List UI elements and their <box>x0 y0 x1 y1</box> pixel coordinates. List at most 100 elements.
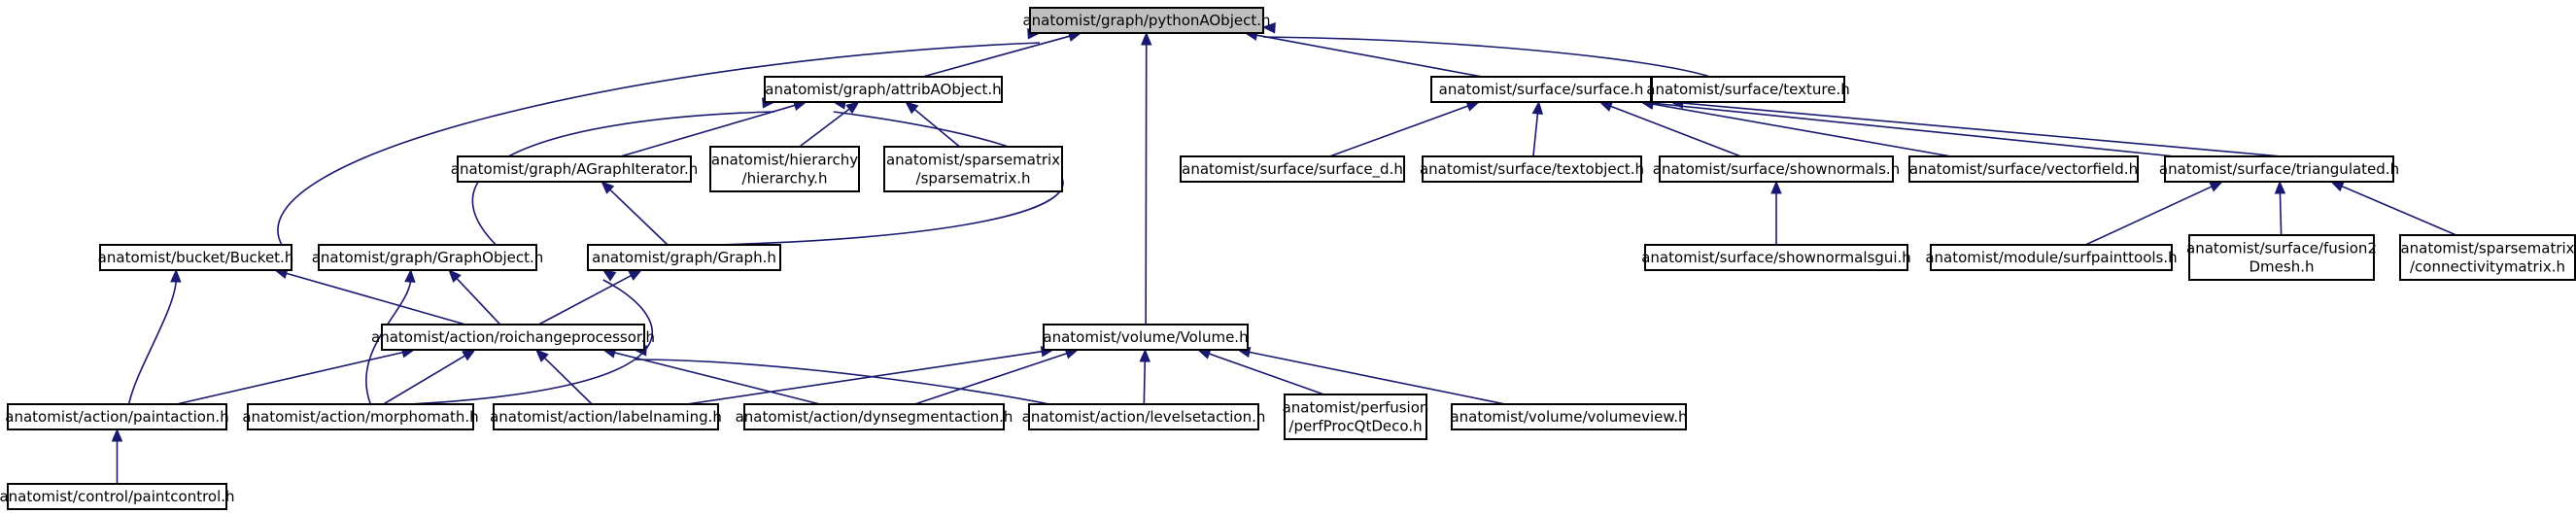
node-anatomist-volume-volumeview-h[interactable]: anatomist/volume/volumeview.h <box>1450 403 1688 430</box>
node-label: /connectivitymatrix.h <box>2410 258 2565 276</box>
node-anatomist-bucket-bucket-h[interactable]: anatomist/bucket/Bucket.h <box>98 244 294 271</box>
edge-n1-to-n5 <box>799 107 852 148</box>
arrowhead-n9-to-n15 <box>1770 180 1782 194</box>
node-anatomist-sparsematrix-sparsematrix-h[interactable]: anatomist/sparsematrix/sparsematrix.h <box>883 146 1063 192</box>
node-box <box>247 403 474 430</box>
node-anatomist-graph-agraphiterator-h[interactable]: anatomist/graph/AGraphIterator.h <box>451 155 698 183</box>
node-label: anatomist/graph/Graph.h <box>592 249 776 266</box>
edge-n0-to-n2 <box>1254 34 1483 78</box>
node-anatomist-surface-texture-h[interactable]: anatomist/surface/texture.h <box>1646 76 1850 103</box>
node-anatomist-action-levelsetaction-h[interactable]: anatomist/action/levelsetaction.h <box>1022 403 1266 430</box>
node-box <box>1930 244 2173 271</box>
node-box <box>2399 234 2576 281</box>
node-label: anatomist/volume/volumeview.h <box>1450 408 1687 426</box>
node-anatomist-surface-shownormals-h[interactable]: anatomist/surface/shownormals.h <box>1653 155 1900 183</box>
edge-n2-to-n8 <box>1532 111 1539 157</box>
node-anatomist-volume-volume-h[interactable]: anatomist/volume/Volume.h <box>1043 324 1249 351</box>
node-label: anatomist/graph/pythonAObject.h <box>1022 12 1270 29</box>
node-box <box>1180 155 1405 183</box>
node-anatomist-surface-surface-d-h[interactable]: anatomist/surface/surface_d.h <box>1180 155 1405 183</box>
node-anatomist-sparsematrix-connectivitymatrix-h[interactable]: anatomist/sparsematrix/connectivitymatri… <box>2399 234 2576 281</box>
node-anatomist-surface-triangulated-h[interactable]: anatomist/surface/triangulated.h <box>2159 155 2399 183</box>
arrowhead-n13-to-n19 <box>448 269 462 284</box>
edge-n13-to-n19 <box>455 276 501 326</box>
node-label: anatomist/surface/texture.h <box>1646 81 1849 98</box>
edge-n0-to-n1 <box>922 34 1072 78</box>
node-label: /perfProcQtDeco.h <box>1288 418 1422 435</box>
node-anatomist-control-paintcontrol-h[interactable]: anatomist/control/paintcontrol.h <box>0 483 235 510</box>
edge-n19-to-n22 <box>383 354 467 405</box>
edge-n14-to-n19 <box>538 273 634 326</box>
arrowhead-n11-to-n18 <box>2329 181 2345 192</box>
node-label: anatomist/action/morphomath.h <box>242 408 478 426</box>
node-label: /sparsematrix.h <box>916 170 1031 188</box>
node-box <box>743 403 1005 430</box>
node-box <box>1659 155 1894 183</box>
node-box <box>883 146 1063 192</box>
node-anatomist-perfusion-perfprocqtdeco-h[interactable]: anatomist/perfusion/perfProcQtDeco.h <box>1283 394 1429 440</box>
node-box <box>1029 7 1264 34</box>
node-box <box>381 324 645 351</box>
node-anatomist-surface-surface-h[interactable]: anatomist/surface/surface.h <box>1430 76 1652 103</box>
node-box <box>1651 76 1845 103</box>
node-anatomist-action-roichangeprocessor-h[interactable]: anatomist/action/roichangeprocessor.h <box>371 324 655 351</box>
edge-n20-to-n24 <box>914 352 1069 405</box>
edge-n4-to-n14 <box>607 188 669 246</box>
arrowhead-n11-to-n16 <box>2209 181 2224 192</box>
node-label: anatomist/action/labelnaming.h <box>490 408 722 426</box>
arrowhead-n13-to-n22 <box>404 268 416 283</box>
edge-n20-to-n26 <box>1207 352 1324 395</box>
node-label: anatomist/bucket/Bucket.h <box>98 249 294 266</box>
node-box <box>2164 155 2394 183</box>
arrowhead-n4-to-n14 <box>601 181 615 194</box>
arrowhead-n19-to-n22 <box>462 349 476 361</box>
node-label: anatomist/graph/GraphObject.h <box>312 249 544 266</box>
node-box <box>2188 234 2375 281</box>
nodes-layer: anatomist/graph/pythonAObject.h anatomist… <box>0 7 2576 510</box>
node-label: anatomist/control/paintcontrol.h <box>0 488 235 505</box>
node-label: anatomist/action/roichangeprocessor.h <box>371 328 655 346</box>
edge-n20-to-n25 <box>1143 359 1147 405</box>
node-label: anatomist/module/surfpainttools.h <box>1925 249 2177 266</box>
node-label: anatomist/surface/surface.h <box>1439 81 1644 98</box>
node-label: anatomist/graph/attribAObject.h <box>765 81 1001 98</box>
node-box <box>587 244 781 271</box>
node-anatomist-action-labelnaming-h[interactable]: anatomist/action/labelnaming.h <box>490 403 722 430</box>
node-label: anatomist/hierarchy <box>711 152 858 169</box>
arrowhead-n0-to-n3 <box>1261 22 1276 34</box>
node-label: Dmesh.h <box>2250 258 2315 276</box>
edge-n3-to-n11 <box>1680 102 2283 157</box>
node-box <box>1430 76 1652 103</box>
node-anatomist-action-dynsegmentaction-h[interactable]: anatomist/action/dynsegmentaction.h <box>736 403 1013 430</box>
edge-n12-to-n19 <box>284 271 466 326</box>
edge-n20-to-n23 <box>686 350 1045 405</box>
node-box <box>1644 244 1908 271</box>
node-anatomist-action-paintaction-h[interactable]: anatomist/action/paintaction.h <box>5 403 229 430</box>
arrowhead-n2-to-n9 <box>1598 101 1614 112</box>
node-anatomist-graph-graph-h[interactable]: anatomist/graph/Graph.h <box>587 244 781 271</box>
node-anatomist-graph-pythonaobject-h[interactable]: anatomist/graph/pythonAObject.h <box>1022 7 1271 34</box>
arrowhead-n11-to-n17 <box>2274 180 2286 194</box>
node-box <box>7 483 227 510</box>
node-anatomist-hierarchy-hierarchy-h[interactable]: anatomist/hierarchy/hierarchy.h <box>709 146 860 192</box>
node-anatomist-module-surfpainttools-h[interactable]: anatomist/module/surfpainttools.h <box>1925 244 2178 271</box>
node-anatomist-surface-textobject-h[interactable]: anatomist/surface/textobject.h <box>1420 155 1644 183</box>
edge-n1-to-n13 <box>471 111 775 246</box>
edge-n2-to-n9 <box>1608 104 1741 157</box>
node-label: anatomist/surface/surface_d.h <box>1182 160 1403 179</box>
edge-n19-to-n21 <box>176 351 405 405</box>
node-anatomist-surface-shownormalsgui-h[interactable]: anatomist/surface/shownormalsgui.h <box>1641 244 1911 271</box>
node-label: anatomist/action/paintaction.h <box>5 408 228 426</box>
node-label: anatomist/surface/textobject.h <box>1420 160 1644 178</box>
node-anatomist-graph-attribaobject-h[interactable]: anatomist/graph/attribAObject.h <box>764 76 1003 103</box>
edge-n1-to-n6 <box>912 107 961 148</box>
node-box <box>7 403 227 430</box>
node-anatomist-action-morphomath-h[interactable]: anatomist/action/morphomath.h <box>242 403 479 430</box>
node-label: anatomist/surface/shownormalsgui.h <box>1641 249 1911 266</box>
edge-n11-to-n17 <box>2279 190 2283 236</box>
node-anatomist-graph-graphobject-h[interactable]: anatomist/graph/GraphObject.h <box>312 244 544 271</box>
node-label: anatomist/surface/triangulated.h <box>2159 160 2399 178</box>
arrowhead-n1-to-n5 <box>845 101 860 115</box>
node-anatomist-surface-vectorfield-h[interactable]: anatomist/surface/vectorfield.h <box>1908 155 2139 183</box>
